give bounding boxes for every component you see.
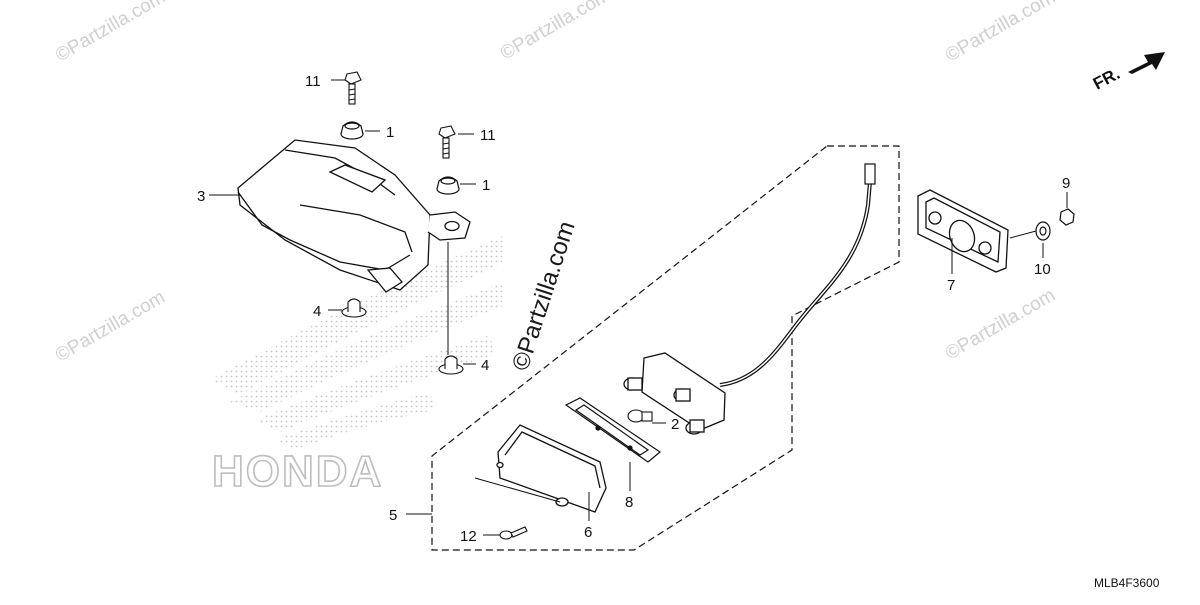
- callout-4-left: 4: [313, 303, 321, 320]
- washer: [1035, 221, 1051, 241]
- callout-4-right: 4: [481, 357, 489, 374]
- callout-1-lower: 1: [482, 177, 490, 194]
- faint-watermarks: ©Partzilla.com ©Partzilla.com ©Partzilla…: [52, 0, 1059, 366]
- watermark-mid-left: ©Partzilla.com: [52, 287, 169, 367]
- watermark-top-right: ©Partzilla.com: [942, 0, 1059, 66]
- assembly-outline: [431, 145, 900, 551]
- callout-6: 6: [584, 524, 592, 541]
- callout-8: 8: [625, 494, 633, 511]
- diagram-code: MLB4F3600: [1094, 576, 1160, 590]
- callout-5: 5: [389, 507, 397, 524]
- callout-12: 12: [460, 528, 477, 545]
- callout-11-upper: 11: [305, 73, 321, 90]
- wire-connector: [864, 163, 876, 185]
- screw: [499, 526, 528, 540]
- mounting-plate: [917, 189, 1009, 273]
- license-light-lens: [496, 424, 607, 513]
- front-direction-label: FR.: [1090, 64, 1123, 94]
- watermark-top-left: ©Partzilla.com: [52, 0, 169, 66]
- callout-2: 2: [671, 416, 679, 433]
- callout-11-lower: 11: [480, 127, 496, 144]
- wire-harness: [719, 181, 872, 387]
- collar-right: [438, 355, 464, 375]
- collar-left: [341, 298, 367, 318]
- front-direction-arrow: FR.: [1090, 52, 1165, 94]
- nut: [1059, 208, 1075, 226]
- grommet-upper: [340, 121, 364, 140]
- watermark-main: ©Partzilla.com: [507, 218, 581, 374]
- honda-logo-text: HONDA: [212, 447, 383, 496]
- grommet-lower: [436, 176, 460, 195]
- taillight-assembly: [237, 139, 471, 293]
- callout-1-upper: 1: [386, 124, 394, 141]
- callout-labels: 11 1 11 1 3 4 4 2 8 5 12 6 9 7 10: [197, 73, 1070, 545]
- front-arrow-icon: [1128, 52, 1165, 74]
- callout-10: 10: [1034, 261, 1051, 278]
- socket-housing: [623, 352, 726, 435]
- callout-9: 9: [1062, 175, 1070, 192]
- leader-lines: [209, 79, 1068, 536]
- bulb: [627, 409, 653, 423]
- bolt-lower: [438, 125, 456, 159]
- callout-3: 3: [197, 188, 205, 205]
- lens-gasket: [564, 397, 661, 463]
- callout-7: 7: [947, 277, 955, 294]
- bolt-upper: [344, 71, 362, 105]
- watermark-mid-right: ©Partzilla.com: [942, 285, 1059, 365]
- watermark-top-center: ©Partzilla.com: [497, 0, 614, 64]
